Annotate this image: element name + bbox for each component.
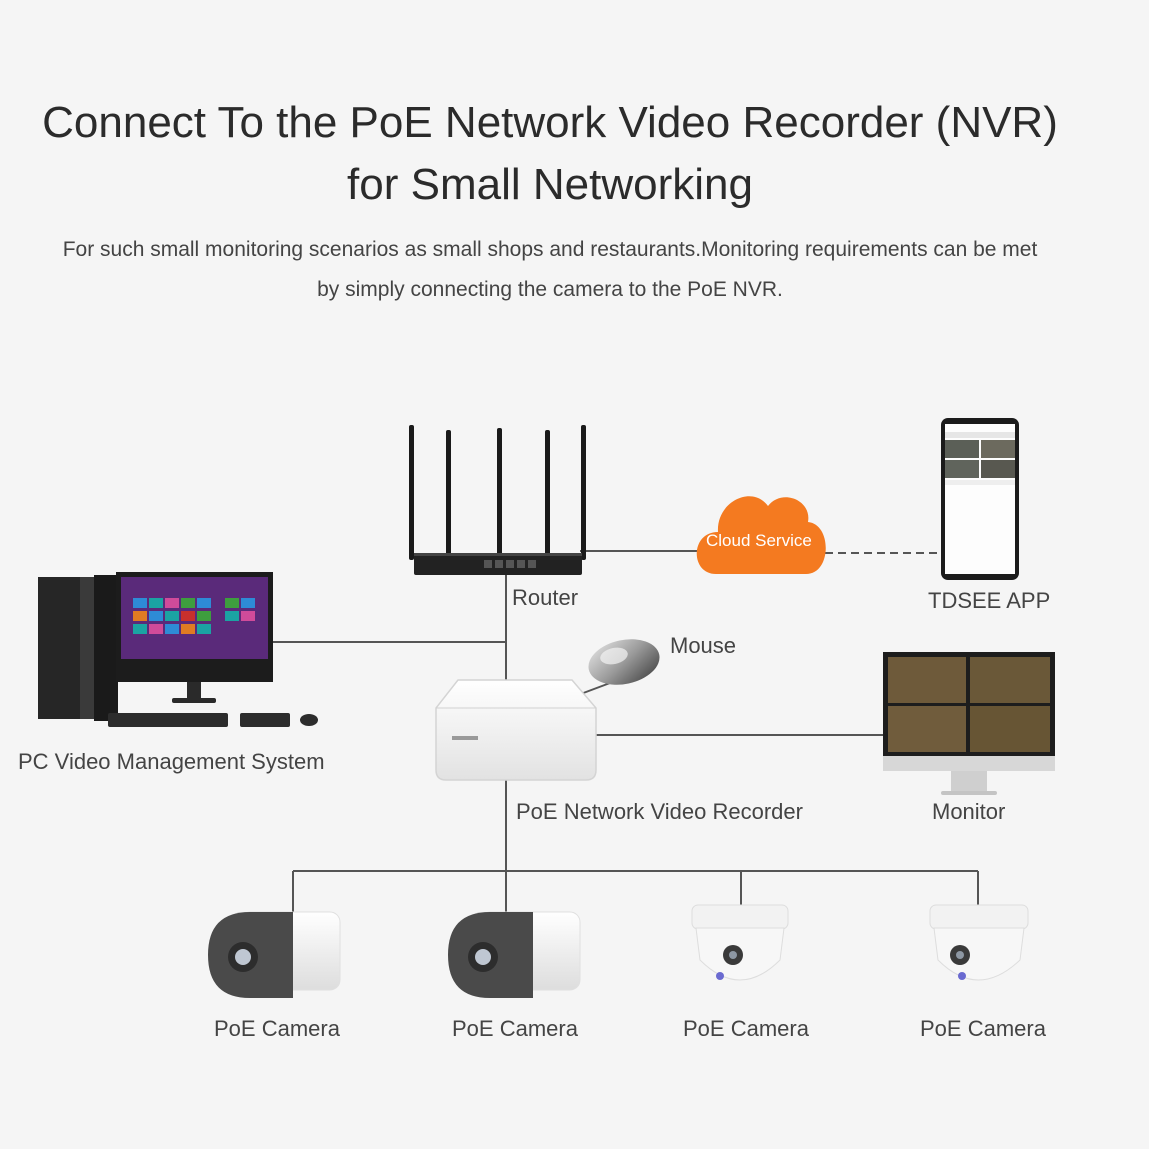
dome-camera-icon [691, 904, 789, 981]
mouse-label: Mouse [670, 633, 737, 658]
router-label: Router [512, 585, 579, 610]
nvr-icon [435, 679, 597, 781]
connection-lines [270, 550, 979, 912]
camera-label-1: PoE Camera [214, 1016, 340, 1041]
dome-camera-icon [929, 904, 1029, 981]
description-line-1: For such small monitoring scenarios as s… [62, 238, 1038, 261]
camera-label-4: PoE Camera [920, 1016, 1046, 1041]
router-icon [409, 425, 586, 575]
bullet-camera-icon [448, 911, 581, 998]
camera-label-2: PoE Camera [452, 1016, 578, 1041]
pc-icon [38, 572, 318, 727]
title-line-1: Connect To the PoE Network Video Recorde… [42, 98, 1058, 147]
cloud-icon [696, 496, 826, 574]
phone-icon [941, 418, 1019, 580]
title-line-2: for Small Networking [347, 160, 753, 209]
mouse-icon [588, 639, 660, 685]
monitor-icon [883, 652, 1055, 795]
camera-label-3: PoE Camera [683, 1016, 809, 1041]
cloud-label: Cloud Service [706, 531, 812, 550]
pc-label: PC Video Management System [18, 749, 325, 774]
page-description: For such small monitoring scenarios as s… [0, 230, 1100, 310]
description-line-2: by simply connecting the camera to the P… [317, 278, 783, 301]
monitor-label: Monitor [932, 799, 1006, 824]
nvr-label: PoE Network Video Recorder [516, 799, 803, 824]
page-title: Connect To the PoE Network Video Recorde… [0, 92, 1100, 216]
app-label: TDSEE APP [928, 588, 1051, 613]
bullet-camera-icon [208, 911, 341, 998]
